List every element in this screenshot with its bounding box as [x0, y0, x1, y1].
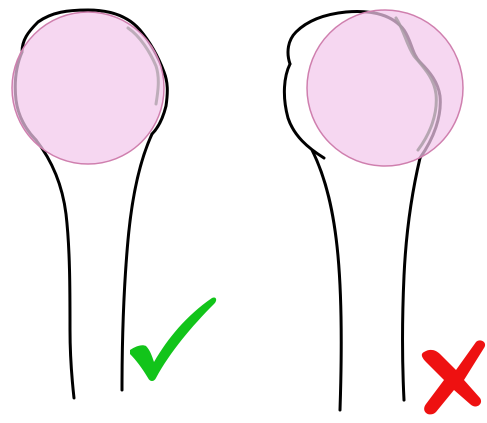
left-panel: [12, 10, 167, 398]
right-panel: [284, 10, 463, 410]
left-fit-circle: [12, 12, 164, 164]
right-fit-circle: [307, 10, 463, 166]
right-shaft-left-line: [312, 150, 341, 410]
check-mark-icon: [130, 297, 216, 381]
right-shaft-right-line: [403, 158, 421, 400]
check-mark-shape: [130, 297, 216, 381]
left-shaft-left-line: [36, 140, 74, 398]
cross-mark-icon: [422, 340, 485, 414]
cross-mark-shape: [422, 340, 485, 414]
